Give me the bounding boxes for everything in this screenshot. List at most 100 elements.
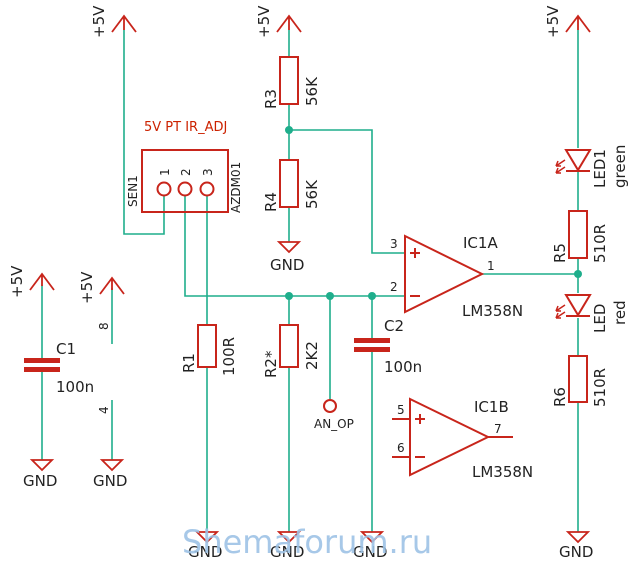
ground-label-c1: GND	[23, 472, 57, 490]
led2	[555, 294, 592, 319]
ground-label-r6: GND	[559, 543, 593, 561]
led1-name: LED1	[591, 149, 609, 188]
connector-pin3	[199, 181, 215, 197]
resistor-r6-value: 510R	[591, 368, 609, 407]
opamp-ic1a-body	[404, 234, 485, 314]
opamp-ic1a-plus-sign	[410, 248, 420, 258]
junction-output	[574, 270, 582, 278]
power-label-opamp: +5V	[78, 271, 96, 304]
wire-sensor-5v	[123, 30, 165, 235]
resistor-r2	[279, 324, 299, 368]
power-label-sensor: +5V	[90, 5, 108, 38]
ground-symbols	[29, 241, 591, 544]
resistor-r5-name: R5	[551, 243, 569, 263]
connector-name: SEN1	[126, 175, 140, 207]
junction-testpoint	[326, 292, 334, 300]
supply-pin-gnd: 4	[97, 406, 111, 414]
power-label-cap: +5V	[8, 265, 26, 298]
capacitor-c2-plate-top	[354, 338, 390, 343]
junction-vref	[285, 126, 293, 134]
capacitor-c1-plate-top	[24, 358, 60, 363]
supply-pin-vcc: 8	[97, 322, 111, 330]
power-arrow-cap	[29, 272, 55, 291]
connector-title: 5V PT IR_ADJ	[144, 120, 227, 135]
resistor-r6	[568, 355, 588, 403]
opamp-ic1b	[392, 397, 513, 477]
opamp-ic1a-part: LM358N	[462, 302, 523, 320]
testpoint-label: AN_OP	[314, 417, 354, 431]
opamp-ic1b-pin-plus: 5	[397, 403, 405, 417]
resistor-r5-value: 510R	[591, 224, 609, 263]
power-arrow-led	[565, 14, 591, 33]
connector-pin2-label: 2	[179, 168, 193, 176]
connector-pin1	[156, 181, 172, 197]
led2-color: red	[611, 300, 629, 325]
resistor-r2-value: 2K2	[303, 341, 321, 370]
opamp-ic1b-part: LM358N	[472, 463, 533, 481]
power-label-divider: +5V	[255, 5, 273, 38]
ground-symbol-c1	[29, 459, 55, 472]
connector-sen1	[141, 149, 229, 213]
ground-label-c2: GND	[353, 543, 387, 561]
power-label-led: +5V	[544, 5, 562, 38]
resistor-r5	[568, 210, 588, 259]
resistor-r4-value: 56K	[303, 179, 321, 209]
led2-triangle	[564, 294, 592, 317]
capacitor-c1-name: C1	[56, 340, 76, 358]
wire-vref	[289, 129, 405, 254]
opamp-ic1b-pin-minus: 6	[397, 441, 405, 455]
testpoint-an-op	[323, 399, 337, 413]
resistor-r6-name: R6	[551, 387, 569, 407]
connector-pin2	[177, 181, 193, 197]
resistor-r3-name: R3	[262, 89, 280, 109]
ground-symbol-r1	[194, 531, 220, 544]
ground-symbol-c2	[359, 531, 385, 544]
ground-label-r1: GND	[188, 543, 222, 561]
capacitor-c2-name: C2	[384, 317, 404, 335]
connector-body	[141, 149, 229, 213]
opamp-ic1a-pin-out: 1	[487, 259, 495, 273]
connector-part: AZDM01	[229, 162, 243, 213]
resistor-r4	[279, 159, 299, 208]
ground-label-r4: GND	[270, 256, 304, 274]
junctions	[285, 126, 582, 300]
capacitor-plates	[24, 338, 390, 372]
led1	[555, 149, 592, 174]
ground-symbol-opamp	[99, 459, 125, 472]
led1-light-rays	[555, 159, 566, 174]
resistor-r1-value: 100R	[220, 337, 238, 376]
resistor-bodies	[197, 56, 588, 403]
junction-c2	[368, 292, 376, 300]
capacitor-c2-value: 100n	[384, 358, 422, 376]
resistor-r4-name: R4	[262, 192, 280, 212]
junction-r2	[285, 292, 293, 300]
capacitor-c1-plate-bottom	[24, 367, 60, 372]
ground-symbol-r4	[276, 241, 302, 254]
connector-pin1-label: 1	[158, 168, 172, 176]
power-arrow-divider	[276, 14, 302, 33]
power-symbols	[29, 14, 591, 295]
opamp-ic1b-plus-sign	[415, 414, 425, 424]
opamp-ic1b-pin-out: 7	[494, 422, 502, 436]
led2-light-rays	[555, 304, 566, 319]
opamp-ic1a	[404, 234, 485, 314]
resistor-r3	[279, 56, 299, 105]
opamp-ic1b-body	[409, 397, 491, 477]
resistor-r2-name: R2*	[262, 350, 280, 378]
resistor-r1-name: R1	[180, 353, 198, 373]
power-arrow-opamp	[99, 276, 125, 295]
ground-symbol-r2	[276, 531, 302, 544]
opamp-ic1a-pin-plus: 3	[390, 237, 398, 251]
opamp-ic1b-pins	[392, 418, 513, 458]
opamp-ic1b-name: IC1B	[474, 398, 509, 416]
power-arrow-sensor	[111, 14, 137, 33]
led1-triangle	[564, 149, 592, 172]
capacitor-c1-value: 100n	[56, 378, 94, 396]
wires	[41, 30, 579, 532]
ground-symbol-r6	[565, 531, 591, 544]
opamp-ic1a-name: IC1A	[463, 234, 498, 252]
ground-label-opamp: GND	[93, 472, 127, 490]
led1-color: green	[611, 145, 629, 188]
resistor-r3-value: 56K	[303, 76, 321, 106]
